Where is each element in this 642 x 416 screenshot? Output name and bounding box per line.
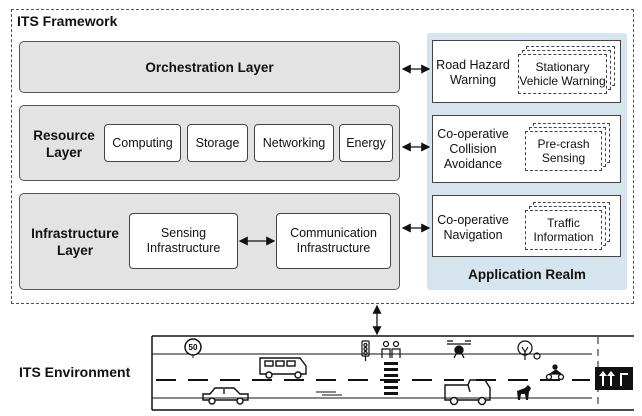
app-navigation-detail-line1: Traffic [547, 216, 580, 230]
app-collision-detail-line1: Pre-crash [537, 137, 590, 151]
pedestrians-icon [381, 340, 401, 358]
orchestration-layer-title: Orchestration Layer [145, 60, 274, 75]
road-scene: 50 [151, 335, 634, 411]
framework-title: ITS Framework [17, 13, 118, 29]
app-navigation-detail-line2: Information [533, 230, 594, 244]
sensing-infrastructure-line1: Sensing [160, 226, 207, 240]
resource-layer-title: Resource Layer [24, 127, 104, 161]
sensing-infrastructure-line2: Infrastructure [146, 241, 221, 255]
motorcycle-icon [545, 364, 565, 381]
infrastructure-layer-title-line2: Layer [56, 243, 94, 258]
sensing-infrastructure-box: Sensing Infrastructure [129, 213, 238, 269]
infrastructure-layer-title: Infrastructure Layer [23, 225, 127, 259]
app-navigation-label: Co-operative Navigation [433, 213, 513, 243]
traffic-light-icon [361, 340, 370, 361]
communication-infrastructure-box: Communication Infrastructure [276, 213, 391, 269]
communication-infrastructure-line2: Infrastructure [296, 241, 371, 255]
app-cooperative-navigation: Co-operative Navigation Traffic Informat… [432, 195, 621, 257]
app-road-hazard-detail: Stationary Vehicle Warning [518, 54, 607, 94]
storage-box: Storage [187, 124, 248, 162]
app-road-hazard-label: Road Hazard Warning [433, 58, 513, 88]
app-navigation-detail: Traffic Information [525, 210, 602, 250]
drone-icon [447, 340, 471, 359]
communication-infrastructure-line1: Communication [290, 226, 377, 240]
bus-icon [259, 357, 307, 379]
app-collision-detail: Pre-crash Sensing [525, 131, 602, 171]
resource-layer-title-line2: Layer [45, 145, 83, 160]
energy-box: Energy [339, 124, 393, 162]
dog-icon [517, 385, 531, 400]
app-collision-label: Co-operative Collision Avoidance [433, 127, 513, 172]
app-collision-label-line3: Avoidance [443, 157, 503, 171]
app-road-hazard-warning: Road Hazard Warning Stationary Vehicle W… [432, 40, 621, 103]
application-realm-title: Application Realm [468, 267, 586, 282]
app-collision-label-line2: Collision [449, 142, 497, 156]
resource-layer: Resource Layer Computing Storage Network… [19, 105, 400, 181]
app-collision-label-line1: Co-operative [437, 127, 509, 141]
computing-box: Computing [104, 124, 181, 162]
app-road-hazard-label-line2: Warning [449, 73, 497, 87]
its-framework-frame [11, 9, 634, 304]
infrastructure-layer-title-line1: Infrastructure [31, 226, 119, 241]
resource-layer-title-line1: Resource [33, 128, 95, 143]
speed-limit-sign-icon: 50 [184, 338, 202, 358]
app-collision-avoidance: Co-operative Collision Avoidance Pre-cra… [432, 115, 621, 183]
app-navigation-label-line2: Navigation [443, 228, 503, 242]
tree-icon [517, 340, 541, 360]
networking-box: Networking [254, 124, 334, 162]
truck-icon [444, 379, 491, 406]
speed-limit-value: 50 [189, 343, 198, 352]
app-collision-detail-line2: Sensing [541, 151, 586, 165]
infrastructure-layer: Infrastructure Layer Sensing Infrastruct… [19, 193, 400, 290]
environment-title: ITS Environment [19, 364, 131, 380]
app-road-hazard-detail-line1: Stationary [535, 60, 590, 74]
app-road-hazard-detail-line2: Vehicle Warning [519, 74, 606, 88]
orchestration-layer: Orchestration Layer [19, 41, 400, 93]
speed-lines-icon [316, 391, 350, 399]
car-icon [202, 387, 249, 405]
lane-arrows-sign-icon [595, 367, 633, 390]
crosswalk [384, 362, 398, 395]
app-navigation-label-line1: Co-operative [437, 213, 509, 227]
app-road-hazard-label-line1: Road Hazard [436, 58, 510, 72]
